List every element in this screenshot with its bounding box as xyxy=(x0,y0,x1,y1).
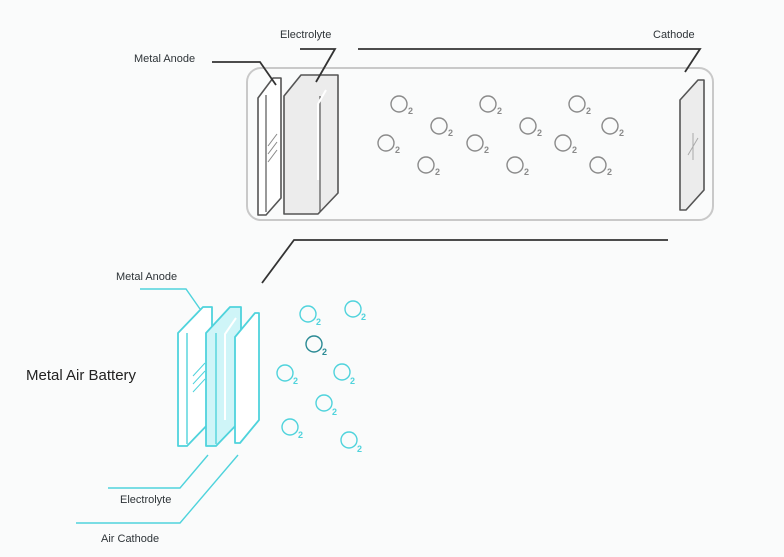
top-o2-subscript: 2 xyxy=(484,145,489,155)
bottom-air-cathode-label: Air Cathode xyxy=(101,533,160,545)
top-oxygen-molecule: 2 xyxy=(601,117,624,138)
bottom-anode-glint xyxy=(192,370,206,385)
top-cathode-glint xyxy=(687,137,699,156)
bottom-electrolyte-glint xyxy=(224,317,237,420)
bottom-oxygen-molecule: 2 xyxy=(276,364,298,386)
top-anode-glint xyxy=(267,149,278,163)
bottom-oxygen-molecule: 2 xyxy=(340,431,362,454)
bottom-o2-subscript: 2 xyxy=(357,444,362,454)
bottom-o2-subscript: 2 xyxy=(332,407,337,417)
top-battery-container xyxy=(246,67,714,221)
top-o2-subscript: 2 xyxy=(395,145,400,155)
top-anode-glint xyxy=(267,133,278,147)
top-metal-anode-label: Metal Anode xyxy=(134,53,196,65)
top-oxygen-molecule: 2 xyxy=(417,156,440,177)
top-oxygen-molecule: 2 xyxy=(554,134,577,155)
top-cathode-label: Cathode xyxy=(653,29,695,41)
bottom-metal-anode-label: Metal Anode xyxy=(116,271,178,283)
bottom-anode-glint xyxy=(192,362,206,377)
bottom-o2-subscript: 2 xyxy=(316,317,321,327)
bottom-o2-subscript: 2 xyxy=(293,376,298,386)
bottom-oxygen-molecule: 2 xyxy=(333,363,355,386)
top-o2-subscript: 2 xyxy=(497,106,502,116)
bottom-oxygen-molecule: 2 xyxy=(305,335,327,357)
top-oxygen-molecule: 2 xyxy=(466,134,489,155)
zoom-connector-line xyxy=(261,239,668,284)
top-o2-subscript: 2 xyxy=(408,106,413,116)
bottom-o2-subscript: 2 xyxy=(361,312,366,322)
top-o2-subscript: 2 xyxy=(537,128,542,138)
top-oxygen-molecule: 2 xyxy=(479,95,502,116)
bottom-diagram: 2 2 2 2 2 2 2 xyxy=(76,288,366,524)
top-o2-subscript: 2 xyxy=(619,128,624,138)
top-oxygen-molecule: 2 xyxy=(430,117,453,138)
top-o2-subscript: 2 xyxy=(435,167,440,177)
bottom-o2-subscript: 2 xyxy=(298,430,303,440)
top-oxygen-molecule: 2 xyxy=(506,156,529,177)
top-electrolyte-leader xyxy=(300,48,337,83)
bottom-oxygen-molecule: 2 xyxy=(344,300,366,322)
top-oxygen-molecule: 2 xyxy=(589,156,612,177)
top-cathode-panel xyxy=(679,79,705,211)
bottom-air-cathode-panel xyxy=(234,312,260,444)
top-o2-subscript: 2 xyxy=(572,145,577,155)
bottom-o2-subscript: 2 xyxy=(350,376,355,386)
top-electrolyte-panel xyxy=(283,74,339,215)
top-cathode-leader xyxy=(358,48,702,73)
bottom-oxygen-molecule: 2 xyxy=(315,394,337,417)
top-oxygen-molecule: 2 xyxy=(519,117,542,138)
top-oxygen-molecule: 2 xyxy=(390,95,413,116)
bottom-o2-subscript: 2 xyxy=(322,347,327,357)
top-electrolyte-label: Electrolyte xyxy=(280,29,332,41)
bottom-oxygen-molecule: 2 xyxy=(299,305,321,327)
top-anode-glint xyxy=(267,141,278,155)
top-o2-subscript: 2 xyxy=(524,167,529,177)
top-electrolyte-glint xyxy=(317,89,327,180)
top-o2-subscript: 2 xyxy=(448,128,453,138)
top-metal-anode-plate xyxy=(257,77,282,216)
bottom-air-cathode-leader xyxy=(76,454,239,524)
top-o2-subscript: 2 xyxy=(607,167,612,177)
top-diagram: 2 2 2 2 2 2 2 xyxy=(212,48,714,284)
bottom-anode-glint xyxy=(192,378,206,393)
top-metal-anode-leader xyxy=(212,61,277,86)
bottom-metal-anode-leader xyxy=(140,288,201,310)
bottom-electrolyte-label: Electrolyte xyxy=(120,494,172,506)
bottom-oxygen-molecule: 2 xyxy=(281,418,303,440)
top-oxygen-molecule: 2 xyxy=(568,95,591,116)
top-oxygen-molecule: 2 xyxy=(377,134,400,155)
top-o2-subscript: 2 xyxy=(586,106,591,116)
bottom-electrolyte-leader xyxy=(108,454,209,489)
diagram-title: Metal Air Battery xyxy=(26,367,137,384)
